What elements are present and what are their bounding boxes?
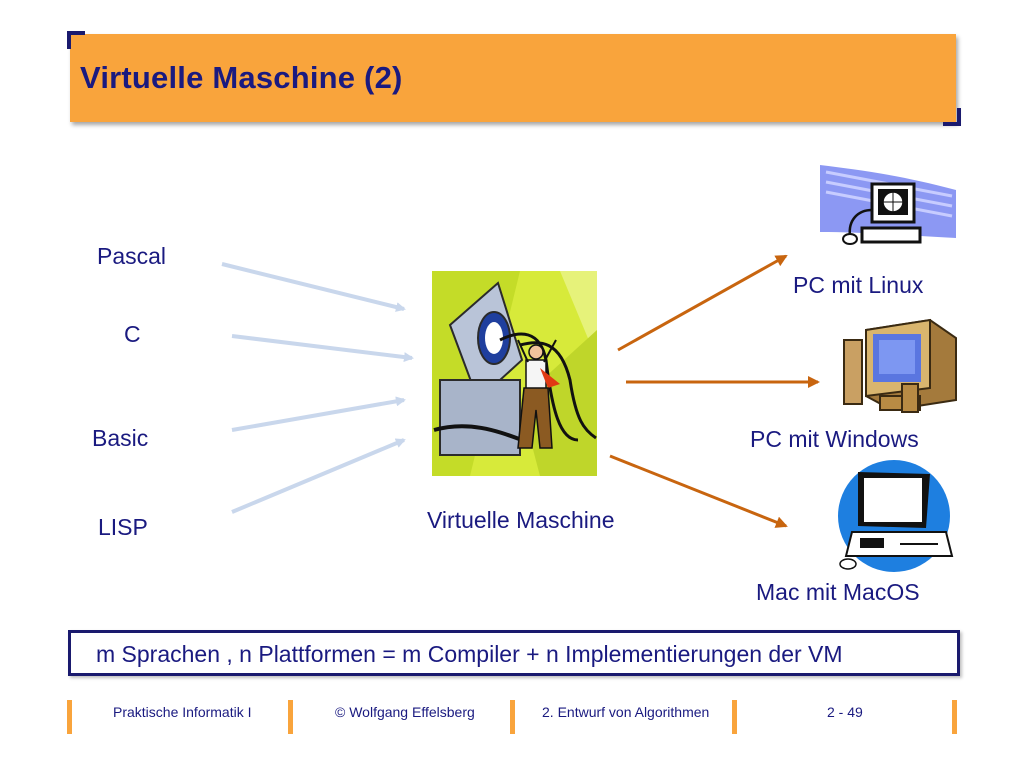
arrow-basic	[231, 396, 406, 432]
language-c: C	[124, 321, 141, 347]
language-pascal: Pascal	[97, 243, 167, 269]
platform-macos: Mac mit MacOS	[756, 579, 920, 605]
arrow-macos	[609, 454, 788, 528]
footer-page-number: 2 - 49	[827, 704, 863, 720]
virtual-machine-illustration	[432, 271, 597, 476]
title-corner-bracket-bottom-right	[943, 108, 961, 126]
vm-label: Virtuelle Maschine	[427, 507, 615, 533]
formula-text: m Sprachen , n Plattformen = m Compiler …	[96, 641, 843, 667]
footer-divider	[288, 700, 293, 734]
slide-title: Virtuelle Maschine (2)	[80, 60, 403, 95]
formula-box	[68, 630, 960, 676]
platform-linux: PC mit Linux	[793, 272, 924, 298]
arrow-pascal	[221, 262, 406, 312]
globe-computer-icon	[820, 165, 956, 245]
language-lisp: LISP	[98, 514, 148, 540]
footer-divider	[67, 700, 72, 734]
language-basic: Basic	[92, 425, 149, 451]
footer-chapter: 2. Entwurf von Algorithmen	[542, 704, 710, 720]
footer-divider	[732, 700, 737, 734]
platform-windows: PC mit Windows	[750, 426, 919, 452]
footer-author: © Wolfgang Effelsberg	[335, 704, 475, 720]
arrow-lisp	[231, 438, 406, 514]
arrow-c	[231, 334, 414, 362]
footer-divider	[952, 700, 957, 734]
mac-computer-icon	[838, 460, 954, 572]
footer-divider	[510, 700, 515, 734]
title-bar	[70, 34, 956, 122]
arrow-linux	[617, 254, 788, 352]
footer-course: Praktische Informatik I	[113, 704, 252, 720]
title-corner-bracket-top-left	[67, 31, 85, 49]
desktop-computer-icon	[843, 318, 957, 413]
